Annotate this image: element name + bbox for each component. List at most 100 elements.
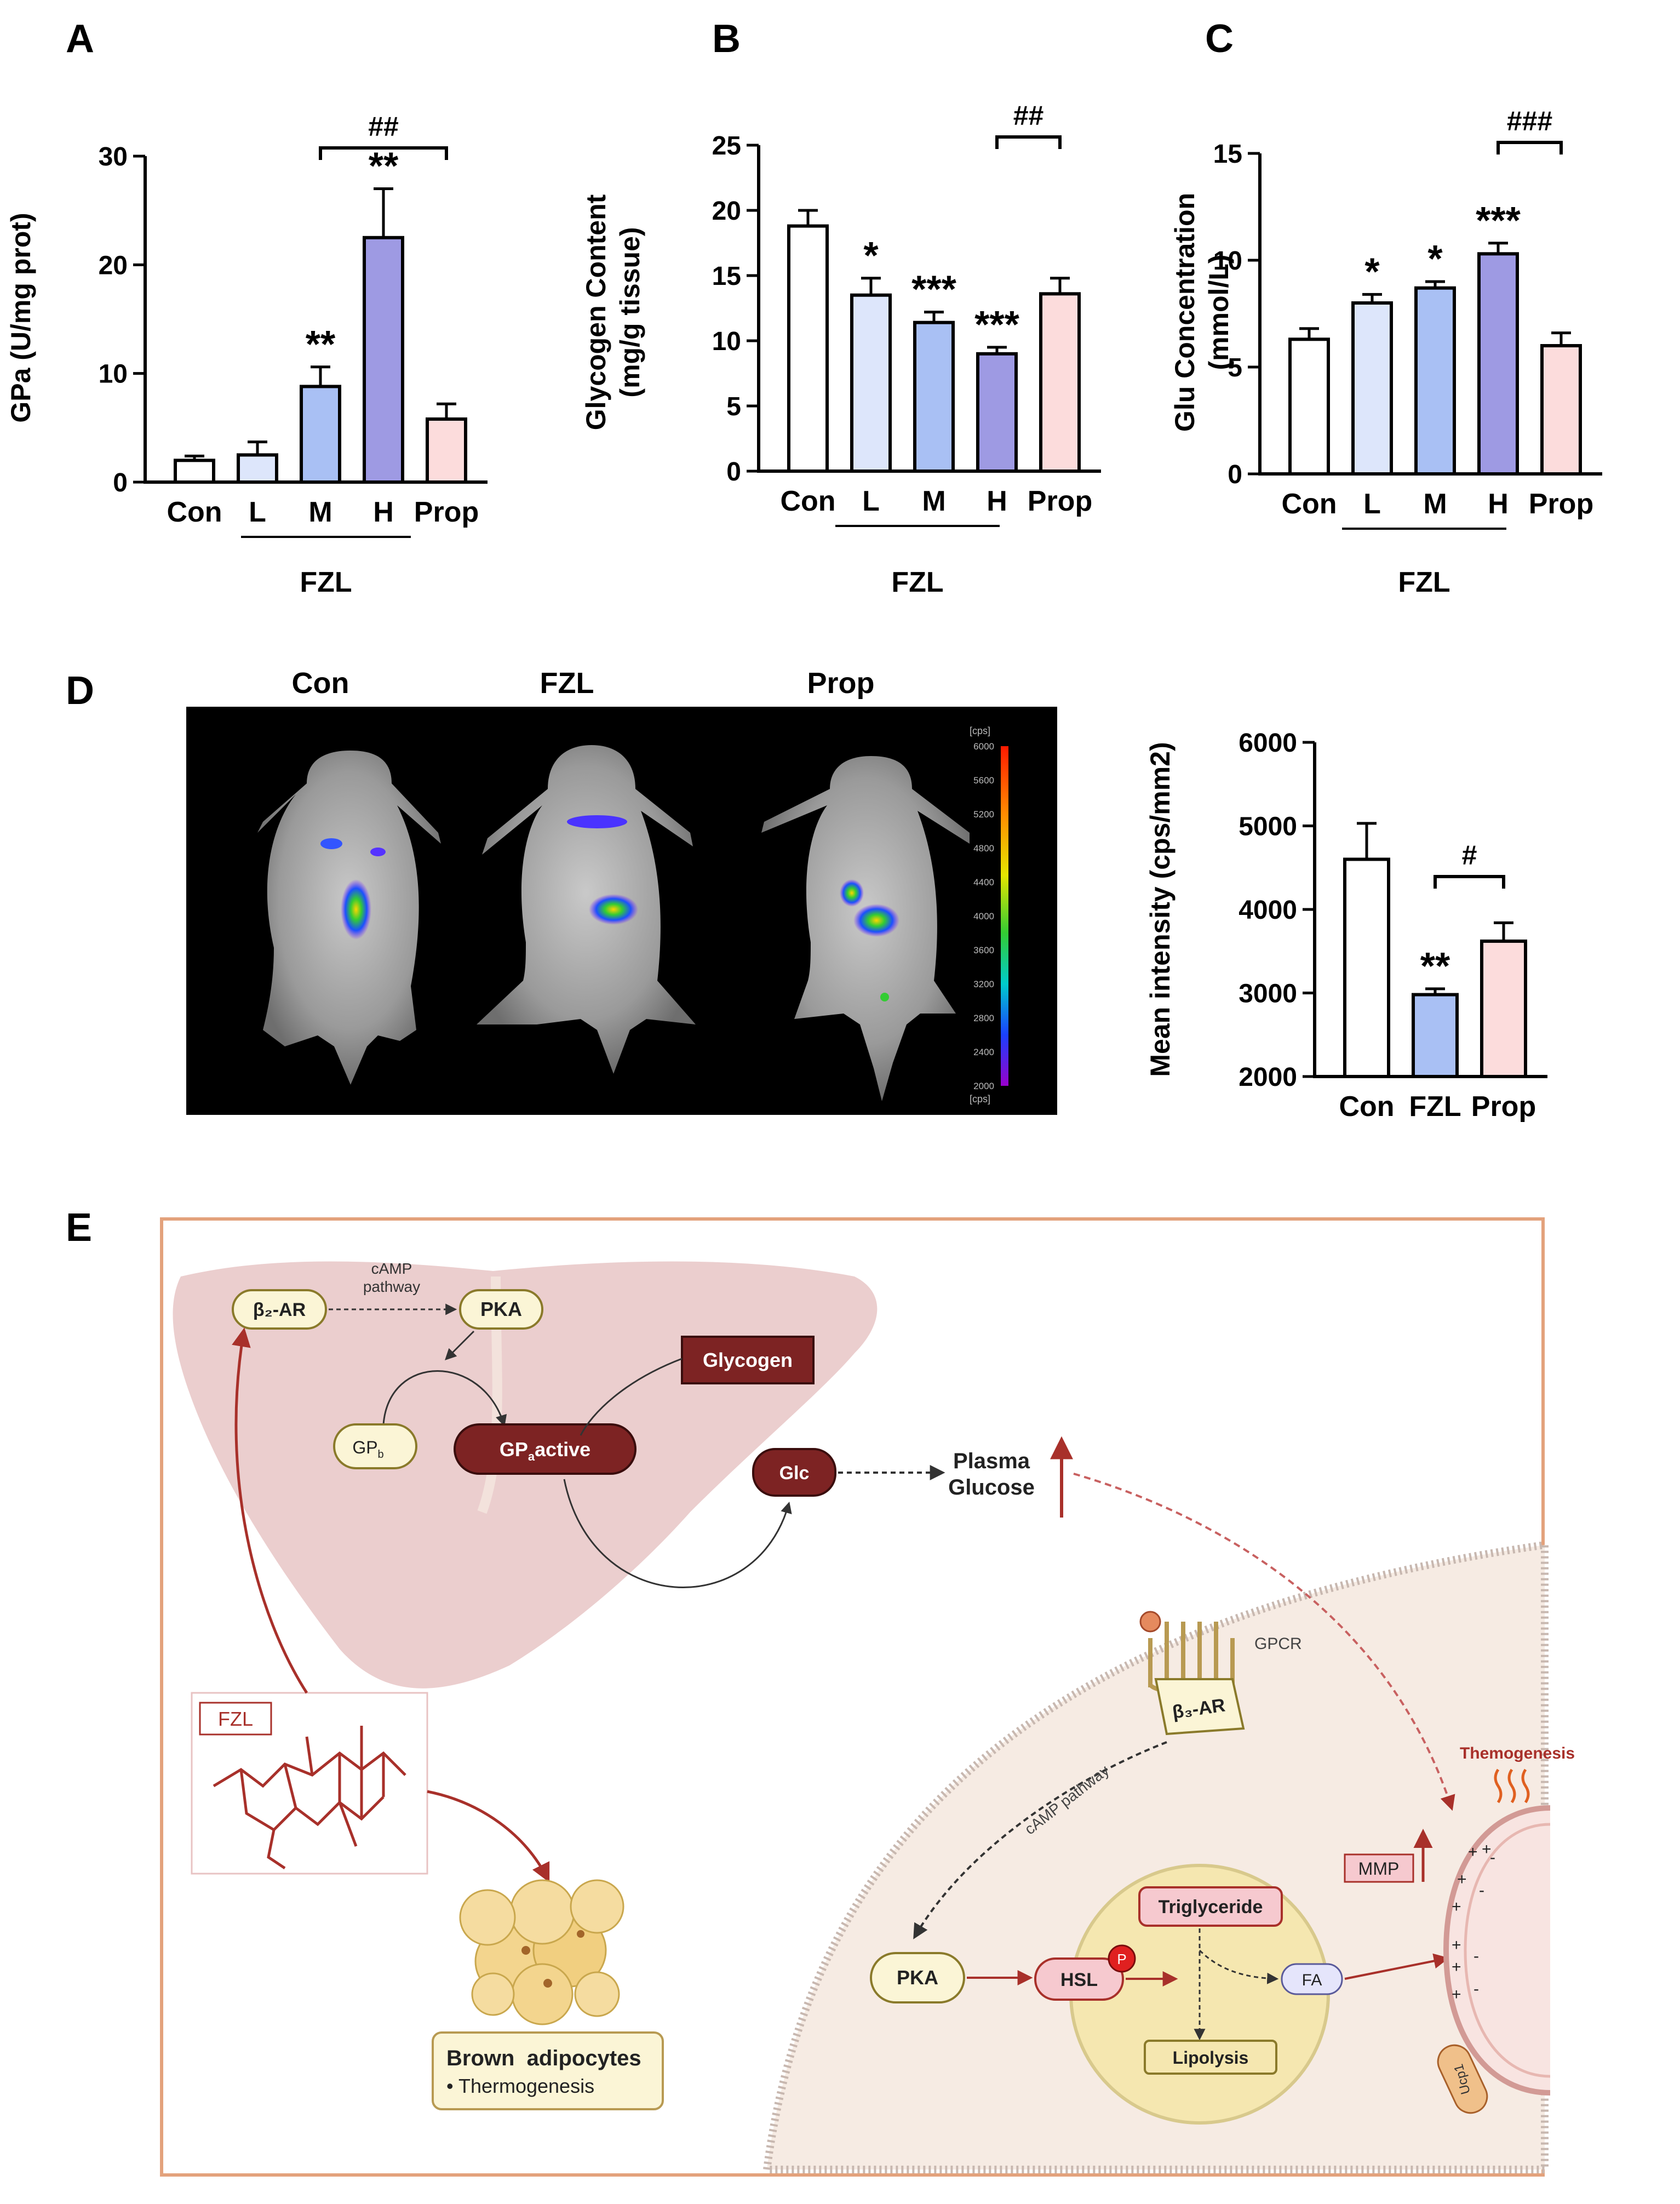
- bar: [1480, 939, 1527, 1078]
- fzl-structure-icon: [213, 1726, 406, 1870]
- triglyceride-node: [1138, 1886, 1283, 1927]
- y-axis-label: GPa (U/mg prot): [5, 213, 36, 422]
- x-tick-label: Con: [1339, 1091, 1394, 1123]
- fzl-label: FZL: [218, 1708, 253, 1730]
- membrane-charges: +++ +++ +-- --: [1452, 1840, 1495, 2003]
- pka-cell-label: PKA: [897, 1966, 938, 1989]
- svg-text:-: -: [1473, 1980, 1479, 1998]
- lipolysis-label: Lipolysis: [1173, 2048, 1249, 2068]
- svg-text:+: +: [1452, 1985, 1461, 2003]
- y-tick-label: 20: [712, 197, 741, 226]
- y-tick-label: 25: [712, 131, 741, 161]
- colorbar-tick-label: 6000: [973, 741, 994, 752]
- bar: [1477, 252, 1519, 476]
- x-tick-label: M: [1423, 488, 1447, 520]
- glc-label: Glc: [779, 1463, 810, 1484]
- glc-node: [752, 1448, 836, 1497]
- colorbar-tick-label: 5200: [973, 809, 994, 820]
- bar: [1039, 292, 1081, 473]
- significance-marker: *: [863, 234, 879, 277]
- phospho-label: P: [1117, 1951, 1126, 1967]
- comparison-bracket: [1434, 875, 1505, 889]
- panel-label-c: C: [1205, 17, 1234, 61]
- pka-liver-label: PKA: [480, 1298, 522, 1320]
- bar: [363, 236, 404, 484]
- brown-adipocytes-sub: • Thermogenesis: [446, 2075, 594, 2097]
- hsl-node: [1034, 1957, 1124, 2001]
- svg-text:+: +: [1468, 1843, 1478, 1861]
- colorbar: [1001, 746, 1008, 1086]
- adipocyte-cell: [762, 1540, 1549, 2173]
- bar: [913, 320, 955, 473]
- svg-text:+: +: [1452, 1958, 1461, 1976]
- y-tick-label: 0: [113, 468, 128, 497]
- comparison-bracket: [319, 146, 448, 160]
- thermogenesis-label: Themogenesis: [1460, 1744, 1575, 1762]
- significance-marker: **: [1420, 944, 1450, 987]
- b2ar-node: [232, 1289, 327, 1330]
- panel-label-a: A: [66, 17, 94, 61]
- glycogen-to-gpa-arc: [580, 1358, 683, 1436]
- y-tick-label: 6000: [1239, 729, 1297, 758]
- y-tick-label: 10: [1213, 247, 1242, 276]
- gpb-node: [333, 1423, 417, 1469]
- panel-label-d: D: [66, 669, 94, 713]
- gpb-to-gpa-arc: [382, 1370, 507, 1427]
- comparison-marker: #: [1462, 840, 1477, 871]
- y-axis-label: Mean intensity (cps/mm2): [1145, 742, 1176, 1077]
- comparison-marker: ##: [368, 111, 399, 142]
- bar: [1414, 286, 1456, 476]
- bar: [237, 453, 278, 484]
- svg-text:-: -: [1473, 1947, 1479, 1965]
- y-tick-label: 2000: [1239, 1063, 1297, 1092]
- bar: [1351, 301, 1393, 476]
- mouse-prop: [761, 756, 970, 1101]
- b3ar-node: [1154, 1678, 1245, 1736]
- gpa-active-label: GPaactive: [500, 1438, 590, 1463]
- x-tick-label: M: [922, 485, 945, 517]
- svg-text:+: +: [1482, 1840, 1492, 1858]
- bar: [174, 459, 215, 484]
- bar: [1412, 993, 1459, 1079]
- camp-pathway-label-2: pathway: [363, 1278, 420, 1295]
- y-tick-label: 20: [99, 251, 128, 280]
- y-tick-label: 10: [712, 327, 741, 356]
- mouse-con: [257, 751, 441, 1085]
- imaging-group-prop: Prop: [807, 667, 874, 700]
- mitochondrion: [1443, 1805, 1551, 2096]
- colorbar-unit-bottom: [cps]: [970, 1094, 990, 1104]
- mmp-label: MMP: [1358, 1859, 1400, 1879]
- triglyceride-label: Triglyceride: [1159, 1897, 1263, 1917]
- y-tick-label: 5: [1228, 353, 1242, 382]
- group-label: FZL: [891, 566, 943, 598]
- y-tick-label: 0: [726, 457, 741, 486]
- pka-liver-node: [459, 1289, 543, 1330]
- colorbar-tick-label: 4400: [973, 877, 994, 888]
- x-tick-label: L: [1363, 488, 1381, 520]
- fzl-to-brown-arrow: [427, 1790, 550, 1883]
- significance-marker: ***: [974, 303, 1019, 346]
- imaging-panel: Con FZL Prop [cps] 600056005200480044004…: [186, 667, 1057, 1115]
- pka-cell-node: [870, 1952, 965, 2003]
- fa-label: FA: [1302, 1971, 1322, 1989]
- heat-icon: [1494, 1768, 1530, 1804]
- svg-text:+: +: [1457, 1870, 1467, 1888]
- x-tick-label: Prop: [1471, 1091, 1536, 1123]
- comparison-bracket: [1496, 141, 1563, 154]
- significance-marker: **: [369, 145, 399, 187]
- group-label: FZL: [300, 566, 352, 598]
- x-tick-label: L: [249, 496, 266, 528]
- phospho-badge: [1108, 1944, 1136, 1973]
- mechanism-diagram: β₂-AR cAMP pathway PKA Glycogen GPb GPaa…: [160, 1217, 1575, 2177]
- significance-marker: *: [1427, 237, 1443, 280]
- y-axis-label: (mg/g tissue): [615, 227, 645, 397]
- comparison-marker: ##: [1013, 100, 1044, 131]
- fa-node: [1281, 1963, 1343, 1995]
- imaging-group-con: Con: [292, 667, 349, 700]
- ucp1-node: [1437, 2044, 1488, 2114]
- lipolysis-node: [1144, 2040, 1277, 2075]
